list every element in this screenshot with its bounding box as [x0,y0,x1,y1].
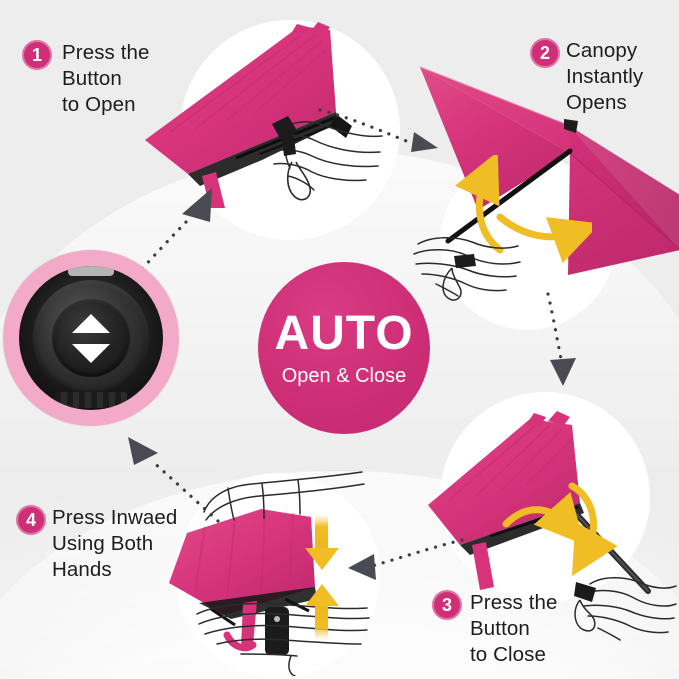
connector-step1-to-step2 [318,108,438,152]
auto-badge-title: AUTO [274,307,414,360]
auto-badge-subtitle: Open & Close [281,365,407,387]
connector-step3-to-step4 [348,538,464,580]
step4-press-inward-arrows [305,514,339,640]
triangle-up-icon [72,314,110,333]
step-badge-1: 1 [22,40,52,70]
step1-hand-illustration [271,116,383,201]
triangle-down-icon [72,344,110,363]
button-closeup-ring-inner [52,299,130,377]
step-label-4: Press Inwaed Using Both Hands [52,506,178,581]
button-closeup-highlight [68,266,114,276]
step-label-1: Press the Button to Open [62,41,150,116]
button-closeup [3,250,179,426]
step4-top-hand-illustration [203,471,365,521]
step1-umbrella-illustration [145,22,352,208]
auto-open-close-badge: AUTO Open & Close [258,262,430,434]
connector-step2-to-step3 [546,292,576,386]
button-closeup-body [19,266,163,410]
step-badge-3: 3 [432,590,462,620]
step4-umbrella-illustration [169,509,317,655]
button-closeup-grip [55,392,127,408]
step3-close-motion-arrows [502,482,618,577]
step2-open-motion-arrows [454,155,592,264]
step-label-3: Press the Button to Close [470,591,558,666]
step-badge-2: 2 [530,38,560,68]
connector-step4-to-button-closeup [128,437,220,523]
step-badge-4: 4 [16,505,46,535]
step2-hand-illustration [413,237,521,301]
step4-bottom-hand-illustration [196,602,370,676]
step-label-2: Canopy Instantly Opens [566,39,644,114]
step3-hand-illustration [574,577,677,641]
step2-umbrella-illustration [419,66,679,275]
